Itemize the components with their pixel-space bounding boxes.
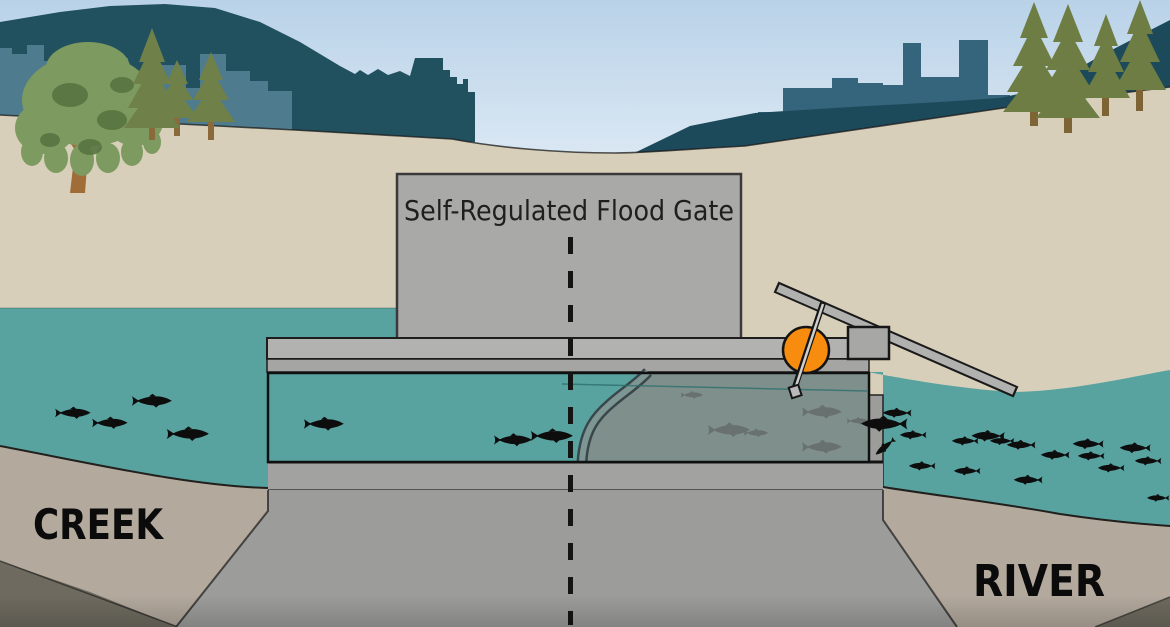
flood-gate-curve-inner: [579, 369, 651, 463]
bottom-vignette: [0, 595, 1170, 627]
counterweight-beam-face: [776, 284, 1016, 395]
diagram-title: Self-Regulated Flood Gate: [404, 194, 734, 227]
creek-bank: [0, 446, 268, 627]
pine-trees-right: [1003, 0, 1166, 133]
float-mechanism: [773, 281, 1019, 400]
river-bank: [883, 487, 1170, 627]
pine-trees-left: [124, 28, 235, 140]
land-horizon-line: [0, 86, 1170, 154]
river-bank-line: [882, 486, 1170, 527]
culvert-floor: [268, 462, 883, 490]
foundation: [176, 490, 957, 627]
foundation-edges: [175, 490, 958, 627]
creek-label: CREEK: [33, 500, 164, 549]
creek-water: [0, 308, 398, 488]
pivot-box: [846, 325, 891, 361]
walkway-beam-lower: [266, 358, 870, 373]
willow-tree: [15, 42, 163, 193]
creek-bank-line: [0, 445, 269, 489]
gate-waterline: [561, 383, 868, 392]
float-rod-tip: [787, 383, 803, 400]
float-rod-face: [794, 303, 825, 387]
